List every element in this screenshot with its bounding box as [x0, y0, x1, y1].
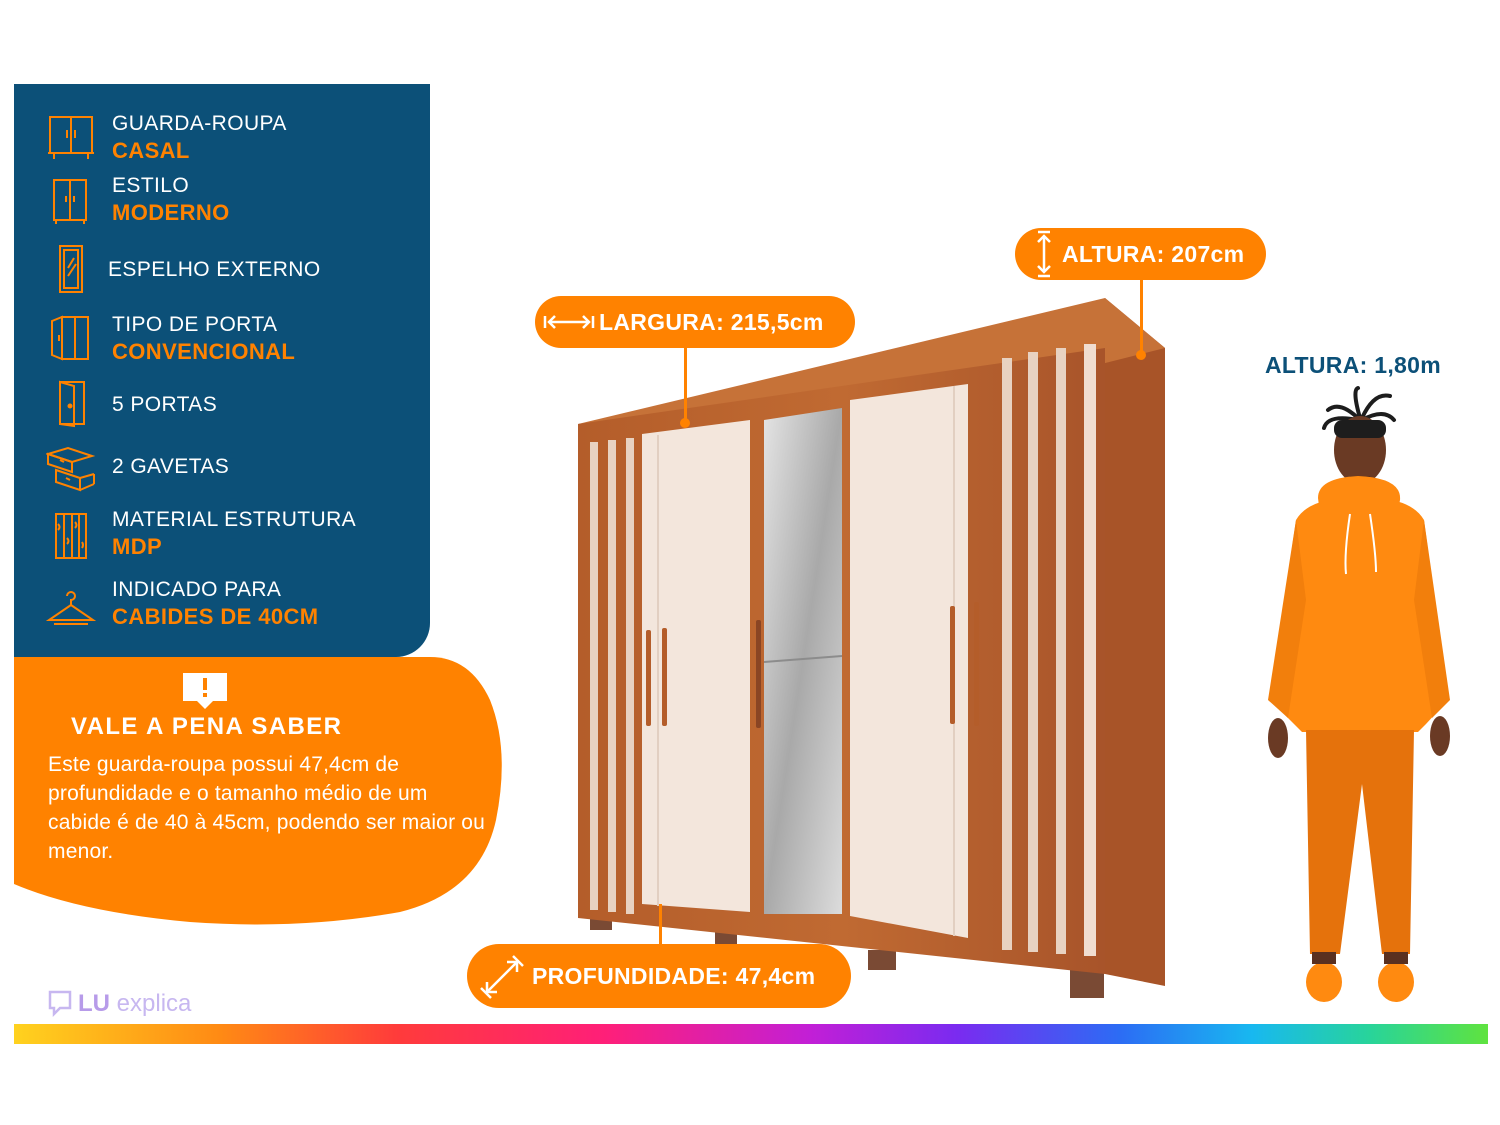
width-dimension-pill: LARGURA: 215,5cm [535, 296, 855, 348]
spec-value: CONVENCIONAL [112, 339, 296, 364]
info-text: Este guarda-roupa possui 47,4cm de profu… [48, 753, 486, 863]
spec-value: MDP [112, 534, 163, 559]
spec-label: ESTILO [112, 174, 190, 197]
brand-logo: LU explica [46, 988, 191, 1020]
depth-dimension-pill: PROFUNDIDADE: 47,4cm [467, 944, 851, 1008]
spec-label: GUARDA-ROUPA [112, 112, 287, 135]
diagonal-arrow-icon [477, 944, 527, 1008]
spec-value: CABIDES DE 40CM [112, 604, 319, 629]
lu-speech-icon [48, 990, 72, 1018]
spec-panel: GUARDA-ROUPA CASAL ESTILO MODERNO ESPELH… [14, 84, 430, 657]
brand-text: LU explica [78, 990, 192, 1017]
horizontal-arrow-icon [541, 296, 597, 348]
alert-icon [181, 671, 229, 711]
wood-panel-icon [46, 510, 96, 560]
depth-leader-line [659, 904, 662, 946]
height-leader-line [1140, 275, 1143, 355]
spec-label: 5 PORTAS [112, 393, 218, 416]
height-leader-dot [1136, 350, 1146, 360]
info-blob [0, 630, 520, 930]
person-figure [1250, 380, 1470, 1020]
width-leader-dot [680, 418, 690, 428]
width-leader-line [684, 348, 687, 422]
mirror-icon [46, 244, 96, 296]
wardrobe-icon [46, 112, 96, 162]
door-icon [46, 378, 96, 428]
spec-value: MODERNO [112, 200, 230, 225]
door-type-icon [46, 313, 96, 363]
spec-label: 2 GAVETAS [112, 455, 230, 478]
drawers-icon [46, 444, 96, 494]
vertical-arrow-icon [1031, 228, 1057, 280]
height-label: ALTURA: 207cm [1062, 241, 1245, 267]
spec-value: CASAL [112, 138, 190, 163]
spec-label: TIPO DE PORTA [112, 313, 278, 336]
height-dimension-pill: ALTURA: 207cm [1015, 228, 1266, 280]
width-label: LARGURA: 215,5cm [599, 309, 824, 335]
wardrobe-illustration [570, 290, 1180, 1010]
depth-label: PROFUNDIDADE: 47,4cm [532, 963, 816, 989]
info-title: VALE A PENA SABER [71, 713, 343, 740]
hanger-icon [46, 584, 96, 634]
spec-label: ESPELHO EXTERNO [108, 258, 321, 281]
person-height-label: ALTURA: 1,80m [1265, 352, 1441, 378]
spec-label: INDICADO PARA [112, 578, 282, 601]
spec-label: MATERIAL ESTRUTURA [112, 508, 357, 531]
cabinet-icon [46, 176, 96, 226]
rainbow-bar [14, 1024, 1488, 1044]
